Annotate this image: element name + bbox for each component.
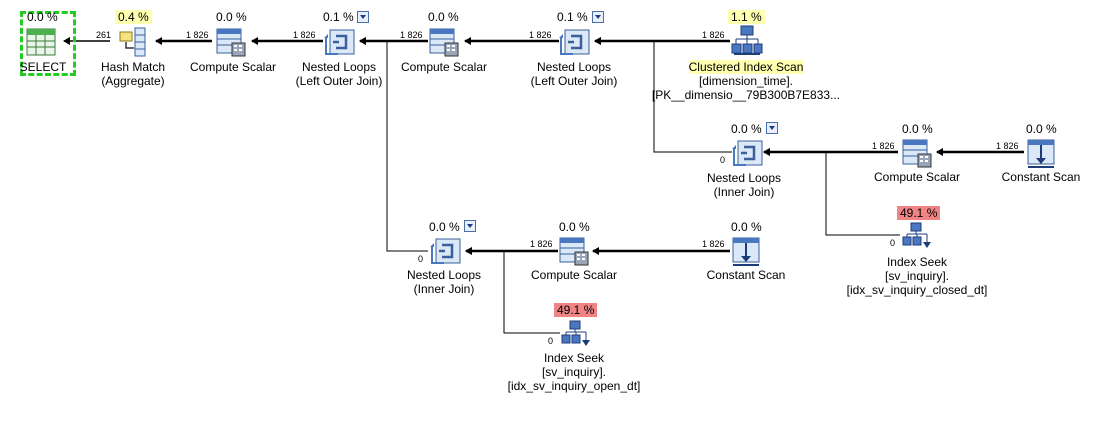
row-count-label: 261 bbox=[96, 30, 112, 40]
node-label-clustered-index-scan: Clustered Index Scan [dimension_time]. [… bbox=[652, 60, 840, 102]
constant-scan-icon[interactable] bbox=[730, 235, 762, 267]
node-cost-compute-scalar: 0.0 % bbox=[428, 10, 459, 24]
expand-toggle[interactable] bbox=[592, 11, 604, 23]
node-subtitle: (Inner Join) bbox=[713, 185, 775, 199]
node-name: Nested Loops bbox=[301, 60, 377, 74]
node-subtitle: [idx_sv_inquiry_closed_dt] bbox=[846, 283, 988, 297]
row-count-label: 1 826 bbox=[702, 30, 725, 40]
node-cost-index-seek: 49.1 % bbox=[554, 303, 598, 317]
node-cost-constant-scan: 0.0 % bbox=[731, 220, 762, 234]
node-name: Index Seek bbox=[886, 255, 948, 269]
row-count-label: 0 bbox=[548, 336, 554, 346]
node-name: Nested Loops bbox=[706, 171, 782, 185]
row-count-label: 1 826 bbox=[872, 141, 895, 151]
node-subtitle: (Inner Join) bbox=[413, 282, 475, 296]
select-result-icon[interactable] bbox=[25, 26, 57, 58]
node-subtitle: (Aggregate) bbox=[101, 74, 165, 88]
expand-toggle[interactable] bbox=[766, 122, 778, 134]
node-label-constant-scan: Constant Scan bbox=[1002, 170, 1081, 184]
node-label-nested-loops: Nested Loops (Left Outer Join) bbox=[531, 60, 618, 88]
node-name: Clustered Index Scan bbox=[688, 60, 804, 74]
compute-scalar-icon[interactable] bbox=[901, 137, 933, 169]
expand-toggle[interactable] bbox=[357, 11, 369, 23]
node-name: Compute Scalar bbox=[873, 170, 961, 184]
index-seek-icon[interactable] bbox=[560, 318, 592, 350]
node-label-nested-loops: Nested Loops (Inner Join) bbox=[707, 171, 781, 199]
row-count-label: 1 826 bbox=[293, 30, 316, 40]
node-cost-nested-loops: 0.1 % bbox=[323, 10, 354, 24]
node-label-index-seek: Index Seek [sv_inquiry]. [idx_sv_inquiry… bbox=[508, 351, 641, 393]
compute-scalar-icon[interactable] bbox=[428, 26, 460, 58]
node-cost-compute-scalar: 0.0 % bbox=[216, 10, 247, 24]
clustered-index-scan-icon[interactable] bbox=[731, 24, 763, 56]
node-cost-compute-scalar: 0.0 % bbox=[902, 122, 933, 136]
row-count-label: 1 826 bbox=[996, 141, 1019, 151]
node-name: Index Seek bbox=[543, 351, 605, 365]
selected-node-highlight bbox=[20, 11, 76, 76]
row-count-label: 1 826 bbox=[186, 30, 209, 40]
node-subtitle: [sv_inquiry]. bbox=[884, 269, 950, 283]
node-subtitle: [idx_sv_inquiry_open_dt] bbox=[507, 379, 641, 393]
node-subtitle: [sv_inquiry]. bbox=[541, 365, 607, 379]
node-name: Compute Scalar bbox=[189, 60, 277, 74]
node-name: Hash Match bbox=[100, 60, 166, 74]
row-count-label: 0 bbox=[890, 238, 896, 248]
row-count-label: 0 bbox=[720, 155, 726, 165]
node-name: SELECT bbox=[19, 60, 67, 74]
node-cost-clustered-index-scan: 1.1 % bbox=[728, 10, 765, 24]
node-name: Constant Scan bbox=[1001, 170, 1081, 184]
node-subtitle: [PK__dimensio__79B300B7E833... bbox=[651, 88, 841, 102]
compute-scalar-icon[interactable] bbox=[558, 235, 590, 267]
node-cost-nested-loops: 0.0 % bbox=[429, 220, 460, 234]
nested-loops-icon[interactable] bbox=[559, 26, 591, 58]
node-label-constant-scan: Constant Scan bbox=[707, 268, 786, 282]
node-label-nested-loops: Nested Loops (Left Outer Join) bbox=[296, 60, 383, 88]
node-name: Compute Scalar bbox=[530, 268, 618, 282]
node-label-index-seek: Index Seek [sv_inquiry]. [idx_sv_inquiry… bbox=[847, 255, 988, 297]
node-cost-index-seek: 49.1 % bbox=[897, 206, 941, 220]
node-name: Nested Loops bbox=[406, 268, 482, 282]
node-subtitle: [dimension_time]. bbox=[698, 74, 794, 88]
node-cost-compute-scalar: 0.0 % bbox=[559, 220, 590, 234]
row-count-label: 1 826 bbox=[400, 30, 423, 40]
node-label-select: SELECT bbox=[20, 60, 67, 74]
node-name: Compute Scalar bbox=[400, 60, 488, 74]
row-count-label: 0 bbox=[418, 254, 424, 264]
node-cost-nested-loops: 0.0 % bbox=[731, 122, 762, 136]
node-label-compute-scalar: Compute Scalar bbox=[190, 60, 276, 74]
row-count-label: 1 826 bbox=[530, 239, 553, 249]
node-name: Nested Loops bbox=[536, 60, 612, 74]
compute-scalar-icon[interactable] bbox=[215, 26, 247, 58]
hash-match-icon[interactable] bbox=[117, 26, 149, 58]
row-count-label: 1 826 bbox=[702, 239, 725, 249]
node-subtitle: (Left Outer Join) bbox=[295, 74, 383, 88]
nested-loops-icon[interactable] bbox=[430, 235, 462, 267]
node-label-compute-scalar: Compute Scalar bbox=[874, 170, 960, 184]
expand-toggle[interactable] bbox=[464, 220, 476, 232]
node-cost-nested-loops: 0.1 % bbox=[557, 10, 588, 24]
node-subtitle: (Left Outer Join) bbox=[530, 74, 618, 88]
node-cost-constant-scan: 0.0 % bbox=[1026, 122, 1057, 136]
node-label-compute-scalar: Compute Scalar bbox=[401, 60, 487, 74]
node-label-compute-scalar: Compute Scalar bbox=[531, 268, 617, 282]
index-seek-icon[interactable] bbox=[901, 220, 933, 252]
node-name: Constant Scan bbox=[706, 268, 786, 282]
row-count-label: 1 826 bbox=[529, 30, 552, 40]
node-cost-hash-match: 0.4 % bbox=[115, 10, 152, 24]
node-label-hash-match: Hash Match (Aggregate) bbox=[101, 60, 165, 88]
constant-scan-icon[interactable] bbox=[1025, 137, 1057, 169]
node-cost-select: 0.0 % bbox=[27, 10, 58, 24]
nested-loops-icon[interactable] bbox=[732, 137, 764, 169]
nested-loops-icon[interactable] bbox=[324, 26, 356, 58]
node-label-nested-loops: Nested Loops (Inner Join) bbox=[407, 268, 481, 296]
